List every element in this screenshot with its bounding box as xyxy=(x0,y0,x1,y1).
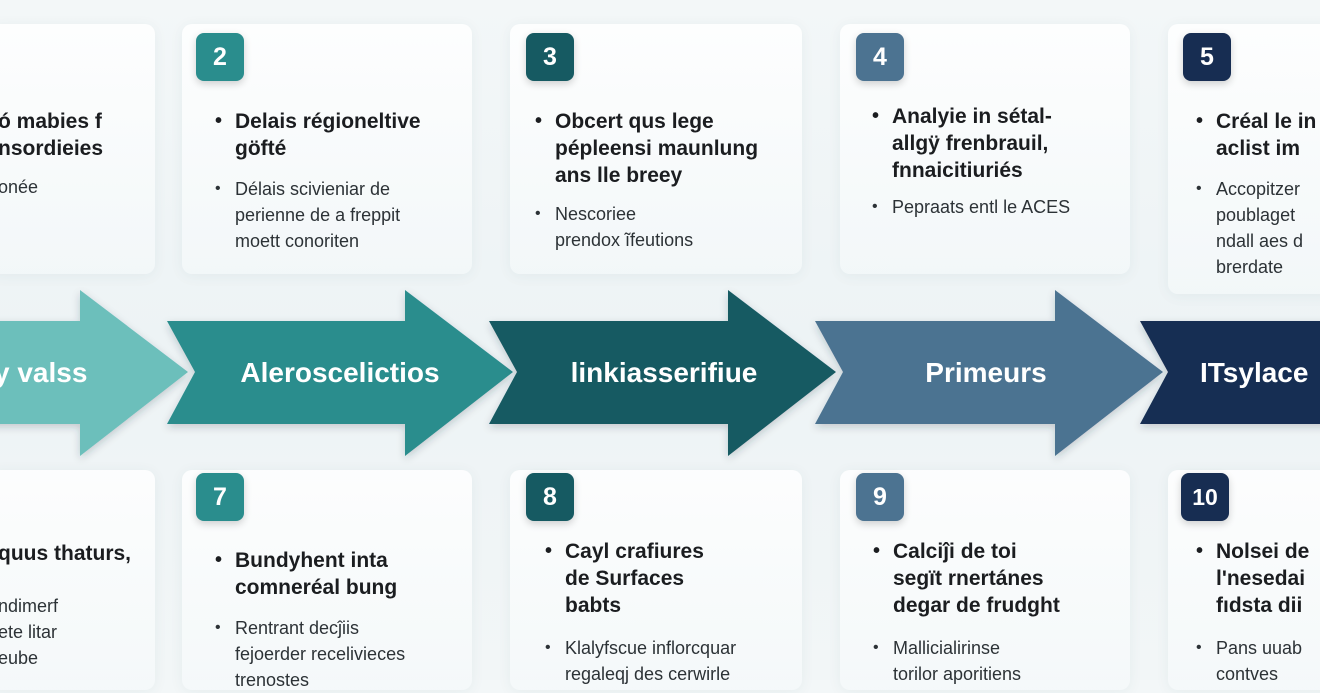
step-number-badge-5: 5 xyxy=(1183,33,1231,81)
step-7-detail-line: Rentrant decĵiis xyxy=(235,618,360,638)
step-2-text: Delais régioneltive göfté Délais scivien… xyxy=(215,108,475,254)
step-6-heading-line: quus thaturs, xyxy=(0,542,132,565)
step-4-heading-line: allgÿ frenbrauil, xyxy=(892,132,1049,155)
step-5-detail-line: brerdate xyxy=(1216,257,1284,277)
step-2-heading-line: Delais régioneltive xyxy=(235,110,421,133)
arrow-5-label: ITsylace xyxy=(1200,357,1308,388)
step-5-heading: Créal le in aclist im xyxy=(1196,108,1320,162)
step-9-detail-line: torilor aporitiens xyxy=(893,664,1022,684)
step-8-text: Cayl crafiures de Surfaces babts Klalyfs… xyxy=(545,538,810,687)
step-1-heading-line: nsordieies xyxy=(0,137,104,160)
arrow-1-label: y valss xyxy=(0,357,87,388)
step-2-detail-line: perienne de a freppit xyxy=(235,205,401,225)
step-1-detail-line: onée xyxy=(0,177,39,197)
step-7-detail: Rentrant decĵiis fejoerder recelivieces … xyxy=(215,615,475,693)
step-8-detail-line: regaleqj des cerwirle xyxy=(565,664,731,684)
step-number-badge-7: 7 xyxy=(196,473,244,521)
step-6-heading: quus thaturs, xyxy=(0,540,168,567)
step-3-detail-line: Nescoriee xyxy=(555,204,637,224)
step-5-detail-line: poublaget xyxy=(1216,205,1296,225)
step-5-detail-line: Accopitzer xyxy=(1216,179,1301,199)
arrow-1 xyxy=(0,290,188,456)
step-2-heading: Delais régioneltive göfté xyxy=(215,108,475,162)
step-3-heading-line: Obcert qus lege xyxy=(555,110,714,133)
step-8-detail: Klalyfscue inflorcquar regaleqj des cerw… xyxy=(545,635,810,687)
step-3-text: Obcert qus lege pépleensi maunlung ans l… xyxy=(535,108,805,253)
step-3-heading: Obcert qus lege pépleensi maunlung ans l… xyxy=(535,108,805,189)
step-3-heading-line: ans lle breey xyxy=(555,164,683,187)
step-6-detail-line: ete litar xyxy=(0,622,58,642)
step-10-heading-line: l'nesedai xyxy=(1216,567,1306,590)
step-4-detail: Pepraats entl le ACES xyxy=(872,194,1127,220)
step-7-heading: Bundyhent inta comneréal bung xyxy=(215,547,475,601)
arrow-4 xyxy=(815,290,1163,456)
step-8-heading-line: de Surfaces xyxy=(565,567,685,590)
step-6-detail-line: eube xyxy=(0,648,39,668)
step-4-detail-line: Pepraats entl le ACES xyxy=(892,197,1071,217)
step-8-heading-line: Cayl crafiures xyxy=(565,540,704,563)
step-3-detail: Nescoriee prendox ĩfeutions xyxy=(535,201,805,253)
step-number-badge-10: 10 xyxy=(1181,473,1229,521)
step-3-heading-line: pépleensi maunlung xyxy=(555,137,759,160)
step-number-badge-2: 2 xyxy=(196,33,244,81)
step-9-heading-line: Calciĵi de toi xyxy=(893,540,1017,563)
step-9-heading-line: segït rnertánes xyxy=(893,567,1044,590)
step-10-heading-line: fıdsta dii xyxy=(1216,594,1303,617)
step-4-heading: Analyie in sétal- allgÿ frenbrauil, fnna… xyxy=(872,103,1127,184)
step-1-heading-line: ó mabies f xyxy=(0,110,102,133)
step-9-heading: Calciĵi de toi segït rnertánes degar de … xyxy=(873,538,1128,619)
step-9-heading-line: degar de frudght xyxy=(893,594,1060,617)
step-1-heading: ó mabies f nsordieies xyxy=(0,108,168,162)
step-5-text: Créal le in aclist im Accopitzer poublag… xyxy=(1196,108,1320,280)
step-5-detail-line: ndall aes d xyxy=(1216,231,1304,251)
arrow-2 xyxy=(167,290,513,456)
step-1-text: ó mabies f nsordieies onée xyxy=(0,108,168,200)
step-card-1 xyxy=(0,24,155,274)
step-number-badge-8: 8 xyxy=(526,473,574,521)
step-8-heading: Cayl crafiures de Surfaces babts xyxy=(545,538,810,619)
step-9-detail-line: Mallicialirinse xyxy=(893,638,1001,658)
step-5-detail: Accopitzer poublaget ndall aes d brerdat… xyxy=(1196,176,1320,280)
step-4-heading-line: Analyie in sétal- xyxy=(892,105,1052,128)
step-5-heading-line: aclist im xyxy=(1216,137,1301,160)
step-8-detail-line: Klalyfscue inflorcquar xyxy=(565,638,737,658)
step-card-6 xyxy=(0,470,155,690)
step-9-text: Calciĵi de toi segït rnertánes degar de … xyxy=(873,538,1128,687)
arrow-5 xyxy=(1140,321,1320,424)
step-5-heading-line: Créal le in xyxy=(1216,110,1317,133)
step-7-text: Bundyhent inta comneréal bung Rentrant d… xyxy=(215,547,475,693)
step-number-badge-3: 3 xyxy=(526,33,574,81)
step-7-heading-line: Bundyhent inta xyxy=(235,549,388,572)
step-6-detail: ndimerf ete litar eube xyxy=(0,593,168,671)
step-7-detail-line: trenostes xyxy=(235,670,310,690)
step-8-heading-line: babts xyxy=(565,594,622,617)
step-4-heading-line: fnnaicitiuriés xyxy=(892,159,1023,182)
step-10-detail: Pans uuab contves xyxy=(1196,635,1320,687)
arrow-2-label: Aleroscelictios xyxy=(240,357,439,388)
step-4-text: Analyie in sétal- allgÿ frenbrauil, fnna… xyxy=(872,103,1127,220)
step-10-detail-line: contves xyxy=(1216,664,1279,684)
step-2-detail-line: Délais scivieniar de xyxy=(235,179,391,199)
step-2-heading-line: göfté xyxy=(235,137,287,160)
arrow-3-label: linkiasserifiue xyxy=(571,357,758,388)
step-6-text: quus thaturs, ndimerf ete litar eube xyxy=(0,540,168,671)
step-number-badge-9: 9 xyxy=(856,473,904,521)
step-1-detail: onée xyxy=(0,174,168,200)
step-3-detail-line: prendox ĩfeutions xyxy=(555,230,694,250)
step-2-detail: Délais scivieniar de perienne de a frepp… xyxy=(215,176,475,254)
arrow-3 xyxy=(489,290,836,456)
step-7-detail-line: fejoerder recelivieces xyxy=(235,644,406,664)
step-6-detail-line: ndimerf xyxy=(0,596,59,616)
step-number-badge-4: 4 xyxy=(856,33,904,81)
step-9-detail: Mallicialirinse torilor aporitiens xyxy=(873,635,1128,687)
step-10-text: Nolsei de l'nesedai fıdsta dii Pans uuab… xyxy=(1196,538,1320,687)
step-10-heading-line: Nolsei de xyxy=(1216,540,1310,563)
step-10-heading: Nolsei de l'nesedai fıdsta dii xyxy=(1196,538,1320,619)
step-10-detail-line: Pans uuab xyxy=(1216,638,1303,658)
step-2-detail-line: moett conoriten xyxy=(235,231,360,251)
arrow-4-label: Primeurs xyxy=(925,357,1046,388)
step-7-heading-line: comneréal bung xyxy=(235,576,398,599)
